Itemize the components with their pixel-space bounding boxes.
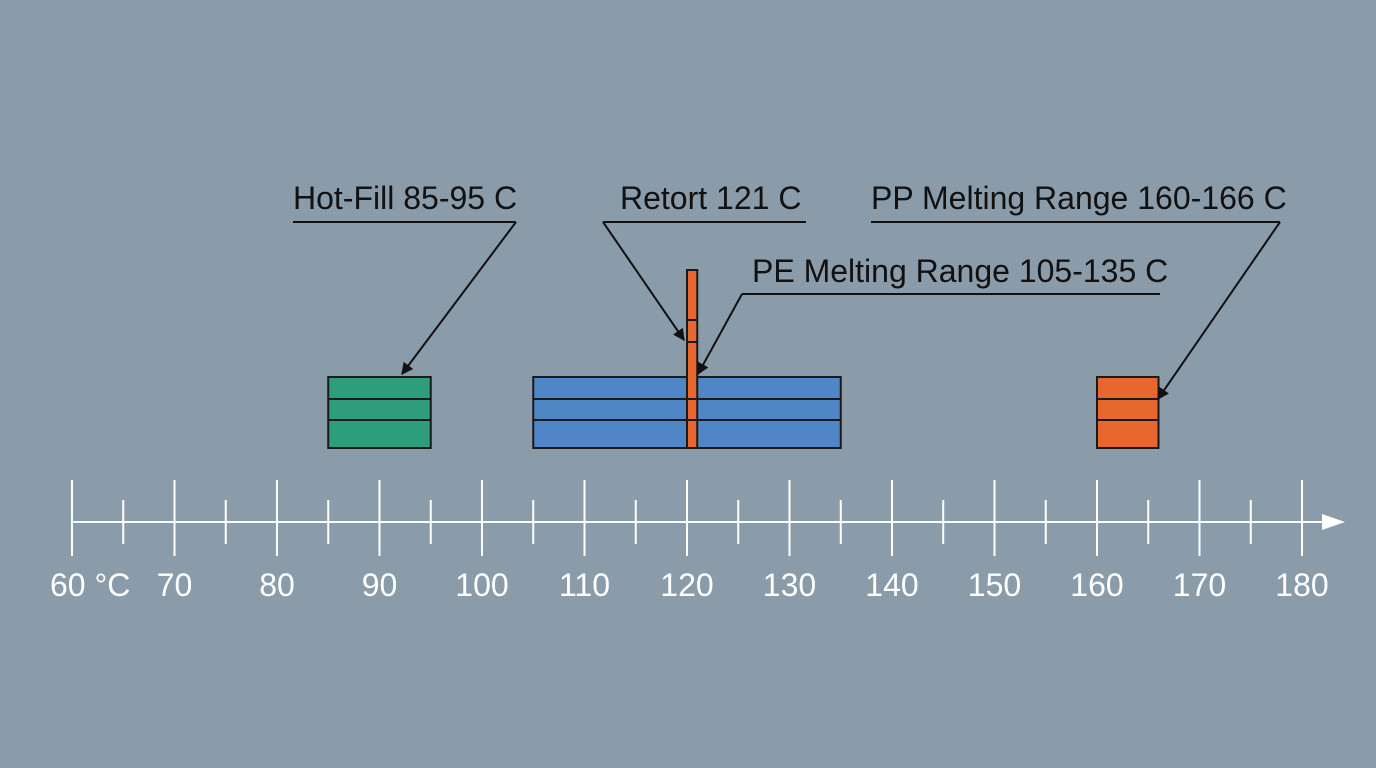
x-tick-label: 90: [362, 567, 398, 603]
callout-arrow: [1157, 221, 1281, 400]
callout-arrow: [602, 221, 685, 341]
x-tick-label: 70: [157, 567, 193, 603]
callout: Retort 121 C: [602, 180, 806, 341]
callout-label: Retort 121 C: [620, 180, 801, 216]
x-tick-label: 160: [1070, 567, 1123, 603]
range-bar: [1096, 376, 1160, 449]
callouts: Hot-Fill 85-95 C PE Melting Range 105-135…: [293, 180, 1287, 400]
x-tick-label: 80: [259, 567, 295, 603]
range-bars: [327, 269, 1160, 449]
x-tick-label: 140: [865, 567, 918, 603]
x-tick-label: 130: [763, 567, 816, 603]
callout-label: Hot-Fill 85-95 C: [293, 180, 517, 216]
callout: PP Melting Range 160-166 C: [871, 180, 1287, 400]
range-bar: [686, 269, 699, 449]
x-tick-label: 60 °C: [50, 567, 130, 603]
x-axis-arrowhead: [1322, 514, 1345, 530]
range-bar: [327, 376, 432, 449]
callout: PE Melting Range 105-135 C: [697, 253, 1168, 376]
callout-arrow: [401, 221, 517, 375]
x-tick-label: 150: [968, 567, 1021, 603]
x-tick-label: 170: [1173, 567, 1226, 603]
callout-arrow: [697, 293, 743, 376]
range-bar-rect: [686, 269, 699, 449]
x-tick-label: 100: [455, 567, 508, 603]
x-tick-label: 120: [660, 567, 713, 603]
callout-label: PP Melting Range 160-166 C: [871, 180, 1287, 216]
x-tick-label: 110: [559, 567, 610, 603]
callout: Hot-Fill 85-95 C: [293, 180, 517, 375]
x-axis: 60 °C 70 80 90 100 110 120 130 140 150 160 170 180: [50, 480, 1345, 603]
callout-label: PE Melting Range 105-135 C: [752, 253, 1168, 289]
range-bar-rect: [327, 376, 432, 449]
range-bar-rect: [1096, 376, 1160, 449]
x-tick-label: 180: [1275, 567, 1328, 603]
